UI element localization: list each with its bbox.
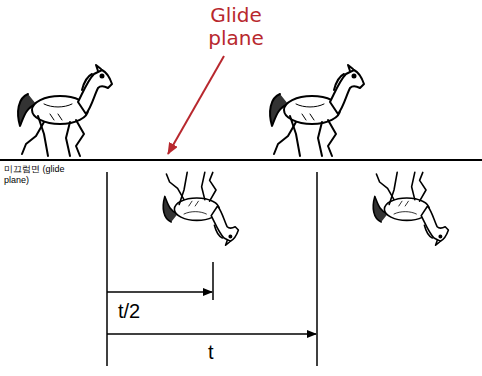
dimension-label: t/2 <box>116 300 142 322</box>
plane-label: 미끄럼면 (glide plane) <box>4 164 68 186</box>
callout-label: Glide plane <box>186 4 286 50</box>
dimension-label: t <box>206 341 216 363</box>
